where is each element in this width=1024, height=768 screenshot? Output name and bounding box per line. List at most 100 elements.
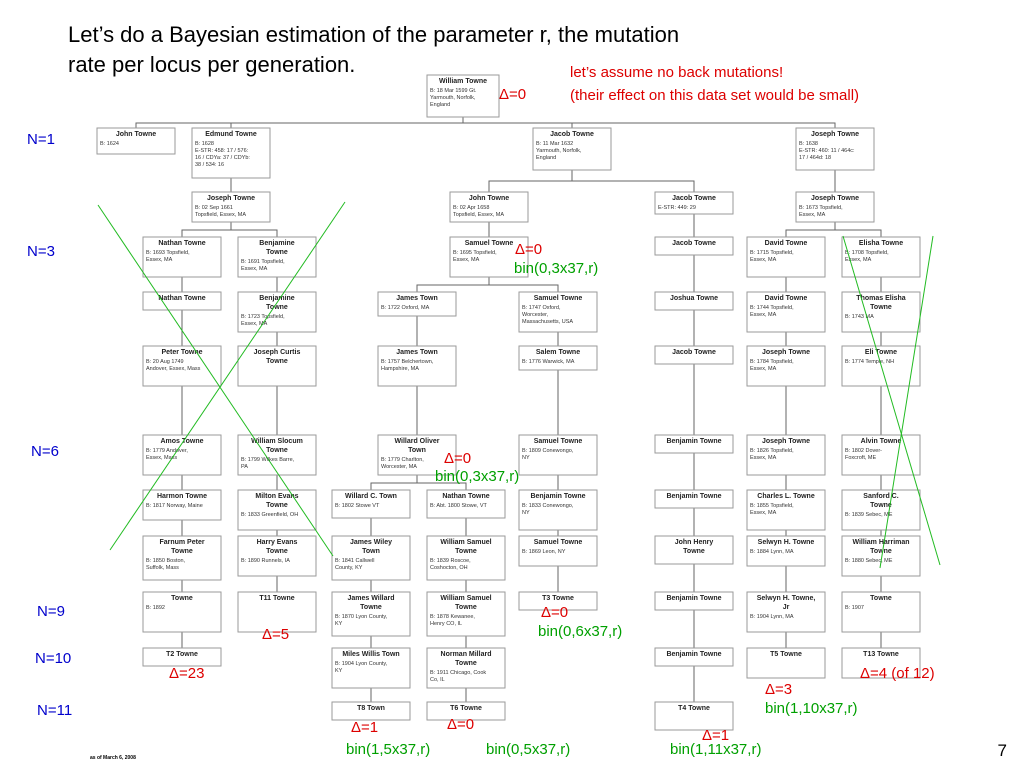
person-name: William Slocum [251, 438, 303, 445]
person-info: Foxcroft, ME [845, 455, 877, 461]
binomial-label: bin(0,5x37,r) [486, 741, 571, 758]
person-box-frame [449, 191, 529, 223]
person-name: James Town [396, 295, 438, 302]
person-info: B: 1743 MA [845, 314, 874, 320]
person-name: Towne [266, 447, 288, 454]
person-box-frame [237, 345, 317, 387]
binomial-label: bin(0,3x37,r) [435, 468, 520, 485]
generation-label: N=6 [31, 443, 59, 460]
person-name: Benjamine [259, 295, 295, 302]
person-info: B: 1774 Temple, NH [845, 359, 894, 365]
person-info: B: 1841 Callwell [335, 558, 374, 564]
person-info: B: 1833 Conewongo, [522, 503, 574, 509]
person-box-frame [654, 291, 734, 311]
person-box-frame [377, 434, 457, 476]
person-name: James Wiley [350, 539, 392, 546]
person-name: T8 Town [357, 705, 385, 712]
person-info: B: 1839 Roscoe, [430, 558, 471, 564]
strike-line [842, 235, 941, 566]
person-box-frame [841, 236, 921, 278]
binomial-label: bin(0,6x37,r) [538, 623, 623, 640]
title-line-1: Let’s do a Bayesian estimation of the pa… [68, 22, 680, 47]
person-info: E-STR: 458: 17 / 576: [195, 148, 249, 154]
person-box-frame [142, 291, 222, 311]
person-name: William Samuel [440, 539, 491, 546]
person-box: T2 Towne [142, 647, 222, 667]
person-info: Andover, Essex, Mass [146, 366, 201, 372]
person-box-frame [142, 345, 222, 387]
person-box: T8 Town [331, 701, 411, 721]
person-name: T3 Towne [542, 595, 574, 602]
person-box-frame [518, 345, 598, 371]
person-info: B: 1826 Topsfield, [750, 448, 794, 454]
person-name: Joseph Towne [207, 195, 255, 202]
person-info: B: 18 Mar 1599 Gt. [430, 88, 477, 94]
person-name: Nathan Towne [158, 240, 205, 247]
connector-line [370, 475, 418, 490]
person-box-frame [142, 434, 222, 476]
person-name: T2 Towne [166, 651, 198, 658]
strike-line [879, 235, 934, 569]
person-box-frame [237, 489, 317, 531]
person-box: Nathan Towne [142, 291, 222, 311]
binomial-label: bin(0,3x37,r) [514, 260, 599, 277]
person-box-frame [377, 345, 457, 387]
person-info: Worcester, MA [381, 464, 417, 470]
person-name: Benjamin Towne [666, 438, 721, 445]
person-info: B: 1628 [195, 141, 214, 147]
generation-label: N=11 [37, 702, 73, 719]
person-info: B: 1722 Oxford, MA [381, 305, 430, 311]
person-name: Towne [171, 548, 193, 555]
person-name: Towne [683, 548, 705, 555]
person-name: Nathan Towne [442, 493, 489, 500]
person-name: Joseph Towne [811, 195, 859, 202]
person-box: Joshua Towne [654, 291, 734, 311]
person-info: B: 1779 Andover, [146, 448, 188, 454]
person-info: Essex, MA [750, 257, 777, 263]
person-info: B: 02 Sep 1661 [195, 205, 233, 211]
person-info: Topsfield, Essex, MA [195, 212, 246, 218]
person-info: B: 1747 Oxford, [522, 305, 561, 311]
connector-line [230, 117, 464, 128]
person-name: John Towne [469, 195, 509, 202]
person-name: Charles L. Towne [757, 493, 815, 500]
person-box-frame [841, 535, 921, 577]
person-name: Benjamin Towne [666, 651, 721, 658]
person-name: Salem Towne [536, 349, 580, 356]
person-box-frame [654, 647, 734, 667]
person-box-frame [746, 489, 826, 531]
person-box-frame [841, 434, 921, 476]
person-box-frame [518, 489, 598, 531]
person-box-frame [426, 74, 500, 118]
person-info: B: 1802 Stowe VT [335, 503, 380, 509]
person-box-frame [518, 434, 598, 476]
person-info: B: 1723 Topsfield, [241, 314, 285, 320]
person-info: KY [335, 668, 343, 674]
generation-label: N=3 [27, 243, 55, 260]
person-name: Towne [360, 604, 382, 611]
person-name: Jacob Towne [672, 195, 716, 202]
person-name: Joseph Curtis [254, 349, 301, 356]
person-info: Essex, MA [799, 212, 826, 218]
person-info: KY [335, 621, 343, 627]
person-info: B: 1784 Topsfield, [750, 359, 794, 365]
person-box: T3 Towne [518, 591, 598, 611]
person-name: William Towne [439, 78, 487, 85]
person-box-frame [142, 535, 222, 581]
person-name: Norman Millard [441, 651, 492, 658]
person-box: Jacob Towne [654, 236, 734, 256]
